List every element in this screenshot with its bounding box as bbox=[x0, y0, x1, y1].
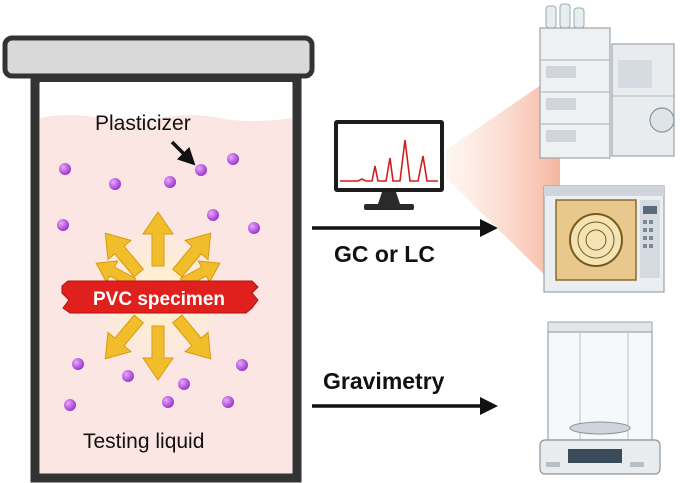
particle bbox=[222, 396, 234, 408]
arrow-up bbox=[142, 211, 174, 267]
gc-instrument-icon bbox=[543, 185, 665, 293]
pvc-specimen-shape bbox=[61, 280, 259, 314]
arrow-up-left bbox=[171, 232, 212, 278]
plasticizer-pointer-arrow bbox=[170, 140, 196, 166]
particle bbox=[109, 178, 121, 190]
arrow-down bbox=[142, 325, 174, 381]
plasticizer-particles bbox=[57, 153, 260, 411]
monitor-screen bbox=[338, 124, 440, 188]
particle bbox=[162, 396, 174, 408]
particle bbox=[207, 209, 219, 221]
particle bbox=[227, 153, 239, 165]
particle bbox=[64, 399, 76, 411]
arrow-down-right bbox=[104, 314, 145, 360]
gc-lc-arrowhead bbox=[480, 219, 498, 237]
projection-beam bbox=[446, 72, 560, 290]
container bbox=[2, 35, 315, 483]
particle bbox=[178, 378, 190, 390]
container-lid bbox=[2, 35, 315, 79]
particle bbox=[57, 219, 69, 231]
particle bbox=[122, 370, 134, 382]
analytical-balance-icon bbox=[539, 321, 661, 475]
particle bbox=[59, 163, 71, 175]
gravimetry-label: Gravimetry bbox=[323, 368, 445, 394]
arrow-up-right bbox=[104, 232, 145, 278]
chromatogram-line bbox=[340, 139, 438, 182]
particle bbox=[236, 359, 248, 371]
monitor-icon bbox=[334, 120, 444, 210]
plasticizer-label: Plasticizer bbox=[95, 112, 191, 135]
gravimetry-arrowhead bbox=[480, 397, 498, 415]
particle bbox=[195, 164, 207, 176]
pvc-specimen-label: PVC specimen bbox=[93, 289, 225, 310]
liquid-surface bbox=[40, 82, 292, 121]
monitor-base bbox=[364, 204, 414, 210]
testing-liquid-label: Testing liquid bbox=[83, 430, 204, 453]
arrow-down-left bbox=[171, 314, 212, 360]
lc-instrument-icon bbox=[539, 3, 675, 159]
particle bbox=[248, 222, 260, 234]
gc-lc-label: GC or LC bbox=[334, 241, 435, 267]
monitor-neck bbox=[378, 192, 400, 204]
particle bbox=[164, 176, 176, 188]
particle bbox=[72, 358, 84, 370]
